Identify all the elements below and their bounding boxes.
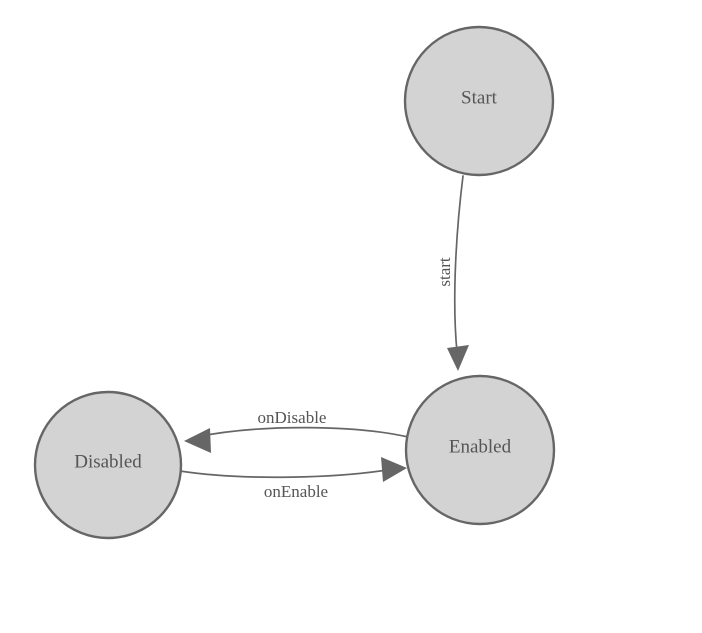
state-label-enabled: Enabled xyxy=(449,436,512,457)
edge-path-start xyxy=(453,175,464,353)
edge-enabled-to-disabled[interactable]: onDisable xyxy=(184,408,409,453)
edge-label-start: start xyxy=(435,257,454,287)
state-circle-disabled xyxy=(33,390,183,540)
state-label-start: Start xyxy=(461,87,498,108)
edge-path-onenable xyxy=(179,468,394,479)
arrowhead-into-disabled xyxy=(184,428,211,453)
edge-label-onenable: onEnable xyxy=(264,482,328,501)
state-circle-enabled xyxy=(404,374,556,526)
edge-path-ondisable xyxy=(195,426,409,438)
state-node-disabled[interactable]: Disabled xyxy=(33,390,183,540)
state-circle-start xyxy=(403,25,555,177)
edge-disabled-to-enabled[interactable]: onEnable xyxy=(179,457,407,501)
edge-start-to-enabled[interactable]: start xyxy=(435,175,469,371)
state-label-disabled: Disabled xyxy=(74,451,142,472)
arrowhead-into-enabled-top xyxy=(447,345,469,371)
state-node-enabled[interactable]: Enabled xyxy=(404,374,556,526)
edge-label-ondisable: onDisable xyxy=(258,408,327,427)
arrowhead-into-enabled-left xyxy=(381,457,407,482)
state-node-start[interactable]: Start xyxy=(403,25,555,177)
